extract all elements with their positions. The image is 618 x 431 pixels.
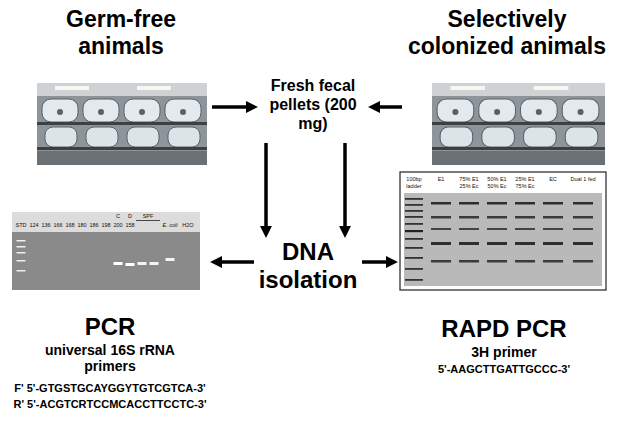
gel-frame [400,172,606,290]
node-text: F' 5'-GTGSTGCAYGGYTGTCGTCA-3' [10,380,210,396]
flow-arrow [212,105,250,109]
pcr-gel [12,212,200,290]
lane-label: 136 [41,222,50,229]
flow-arrow [376,105,402,109]
ladder-band [405,230,423,232]
node-heading: DNA isolation [254,238,362,294]
lane-label: 168 [65,222,74,229]
ladder-band [405,216,423,218]
node-text: R' 5'-ACGTCRTCCMCACCTTCCTC-3' [10,396,210,412]
flow-arrow [343,143,347,230]
lane-label: 25% E1 75% Ec [512,176,539,189]
node-heading: Germ-free animals [30,6,212,60]
lane-label: STD [16,222,27,229]
gel-band [17,270,26,272]
gel-band [17,246,26,248]
lane-label: H2O [182,222,193,229]
ladder-band [405,257,423,259]
ladder-band [405,204,423,206]
gel-lane [515,202,535,263]
lane-label: D [128,213,132,220]
lane-label: SPF [143,213,154,220]
gel-lane [459,202,479,263]
lane-label: 166 [53,222,62,229]
flow-arrow [218,260,254,264]
isolator-photo [37,83,207,165]
step-label: DNA isolation [254,238,362,294]
lane-label: 75% E1 25% Ec [456,176,483,189]
sample-label: Fresh fecal pellets (200 mg) [258,76,368,143]
method-panel: RAPD PCR3H primer5'-AAGCTTGATTGCCC-3' [398,170,610,379]
gel-band [114,262,123,265]
lane-label: E. coli [163,222,178,229]
gel-lane [487,202,507,263]
gel-band [138,262,147,265]
ladder-band [405,247,423,249]
ladder-band [405,268,423,270]
ladder-band [405,198,423,200]
node-heading: Selectively colonized animals [402,6,612,60]
node-text: universal 16S rRNA primers [35,342,185,374]
lane-label: 198 [101,222,110,229]
gel [404,193,602,286]
lane-label: 158 [125,222,134,229]
flow-arrow [362,260,390,264]
lane-label: 200 [113,222,122,229]
node-heading: PCR [10,312,210,342]
gel-band [126,263,135,266]
ladder-band [405,238,423,240]
heading-node: Selectively colonized animals [402,6,612,168]
lane-label: 50% E1 50% Ec [484,176,511,189]
rapd-gel [400,172,606,290]
gel-lane [543,202,563,263]
gel-band [17,252,26,254]
lane-label: EC [540,176,567,183]
gel-lane [431,202,451,263]
lane-label: 124 [29,222,38,229]
gel-lane [573,202,593,263]
flow-arrow [264,143,268,230]
lane-label: 180 [77,222,86,229]
lane-label: 100bp ladder [401,176,428,189]
method-panel: PCRuniversal 16S rRNA primers F' 5'-GTGST… [10,208,210,414]
gel [12,232,200,290]
ladder-band [405,210,423,212]
lane-label: E1 [428,176,455,183]
lane-label: Dual 1 fed [570,176,597,183]
node-heading: RAPD PCR [398,314,610,344]
node-text: 5'-AAGCTTGATTGCCC-3' [398,361,610,377]
isolator-photo [432,83,605,165]
heading-node: Germ-free animals [30,6,212,168]
group-bar [136,220,160,221]
gel-band [150,262,159,265]
gel-band [17,240,26,242]
gel-label-strip [12,212,200,232]
node-heading: Fresh fecal pellets (200 mg) [258,76,368,133]
ladder-band [405,279,423,281]
gel-band [17,260,26,262]
gel-band [166,258,175,261]
node-text: 3H primer [398,344,610,361]
lane-label: 186 [89,222,98,229]
lane-label: C [116,213,120,220]
ladder-band [405,223,423,225]
